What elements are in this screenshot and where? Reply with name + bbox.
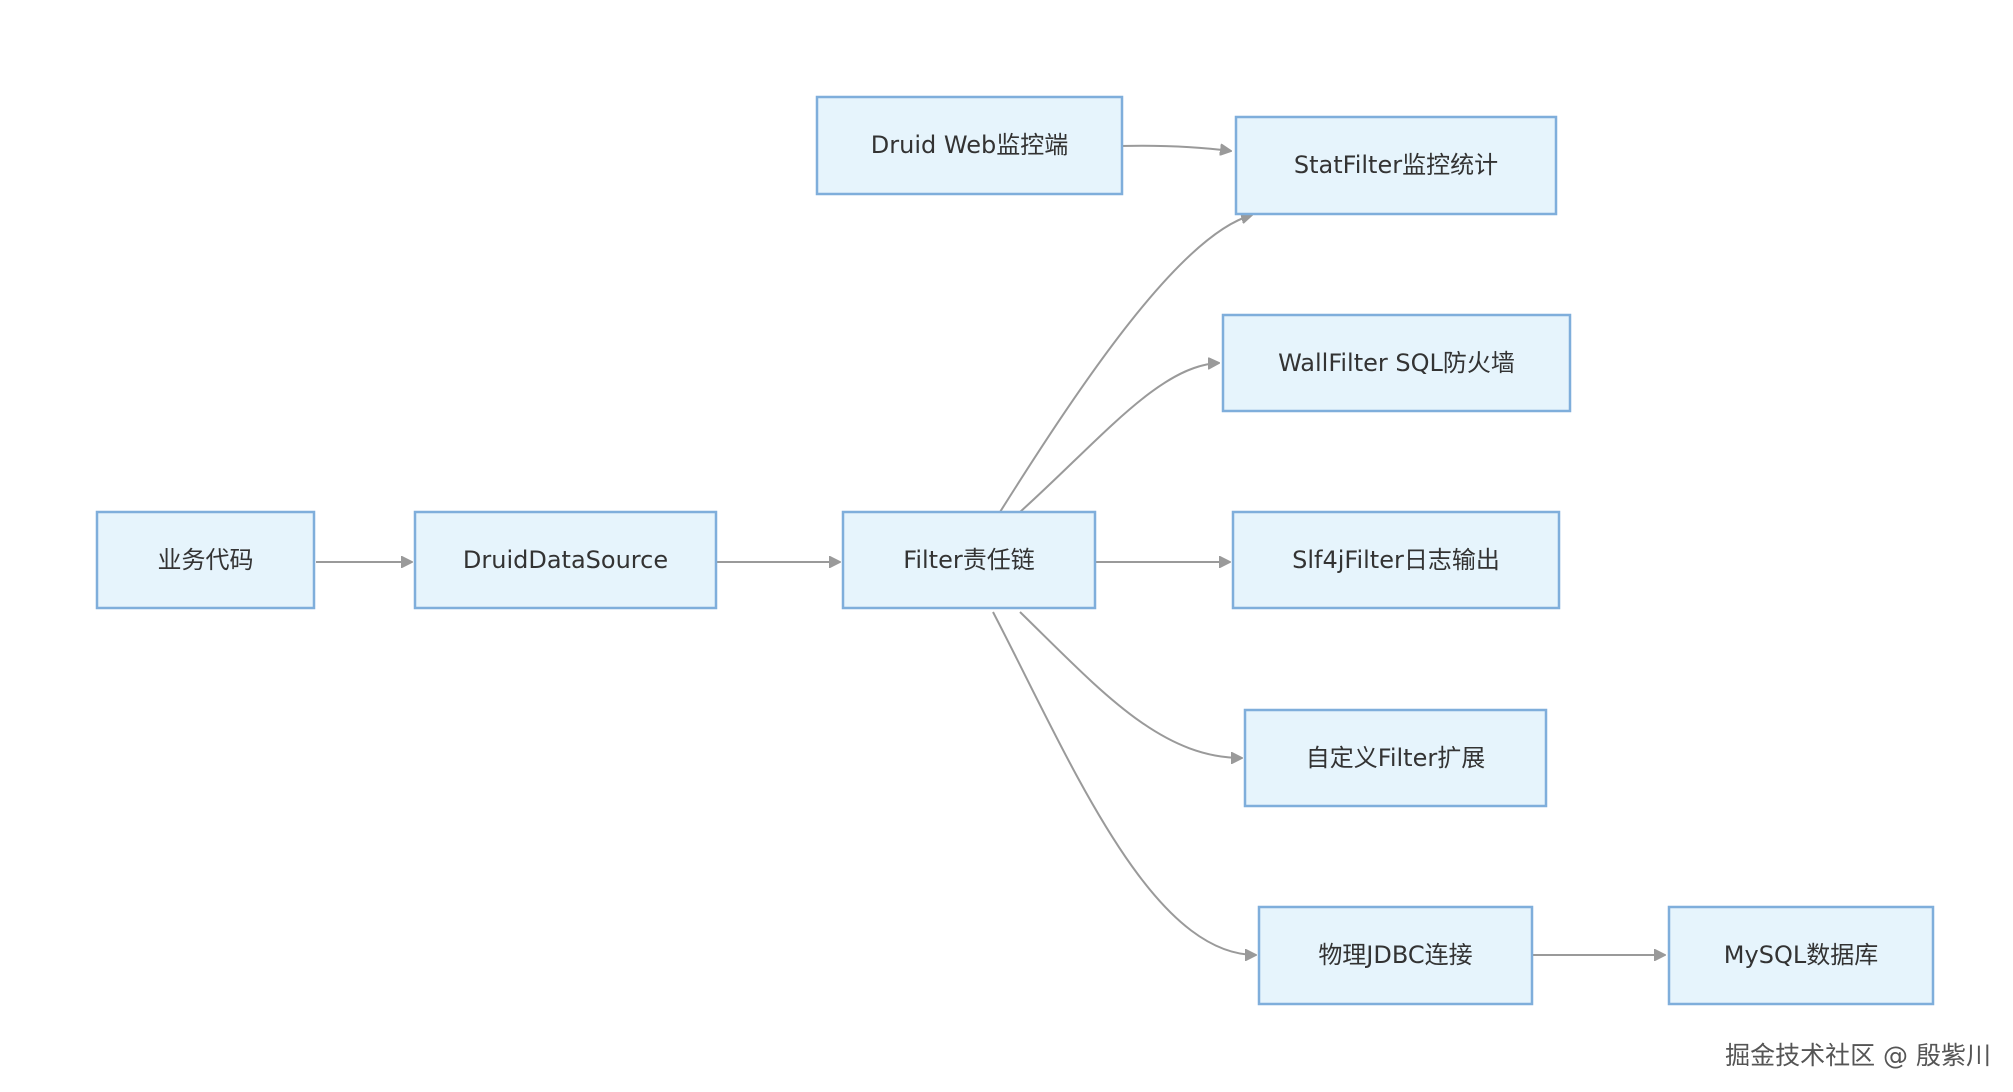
node-filter-chain: Filter责任链 <box>841 510 1097 610</box>
node-business-code: 业务代码 <box>95 510 316 610</box>
node-druid-web-monitor: Druid Web监控端 <box>815 95 1124 196</box>
node-physical-jdbc: 物理JDBC连接 <box>1257 905 1534 1006</box>
node-label: Druid Web监控端 <box>871 131 1068 159</box>
edges <box>316 146 1665 955</box>
edge-web-monitor-to-stat-filter <box>1118 146 1231 151</box>
edge-filter-chain-to-wall-filter <box>1019 363 1219 513</box>
node-druid-datasource: DruidDataSource <box>413 510 718 610</box>
node-mysql-db: MySQL数据库 <box>1667 905 1935 1006</box>
watermark: 掘金技术社区 @ 殷紫川 <box>1725 1041 1991 1070</box>
node-box <box>841 510 1097 610</box>
node-box <box>815 95 1124 196</box>
node-box <box>413 510 718 610</box>
node-wall-filter: WallFilter SQL防火墙 <box>1221 313 1572 413</box>
node-label: 业务代码 <box>158 546 254 574</box>
edge-filter-chain-to-stat-filter <box>999 215 1252 513</box>
node-label: Filter责任链 <box>903 546 1034 574</box>
node-box <box>1667 905 1935 1006</box>
node-custom-filter: 自定义Filter扩展 <box>1243 708 1548 808</box>
node-box <box>1231 510 1561 610</box>
node-box <box>1221 313 1572 413</box>
node-label: MySQL数据库 <box>1724 941 1878 969</box>
node-box <box>95 510 316 610</box>
node-stat-filter: StatFilter监控统计 <box>1234 115 1558 216</box>
node-box <box>1243 708 1548 808</box>
node-slf4j-filter: Slf4jFilter日志输出 <box>1231 510 1561 610</box>
node-label: StatFilter监控统计 <box>1294 151 1498 179</box>
edge-filter-chain-to-custom-filter <box>1019 611 1242 758</box>
edge-filter-chain-to-physical-jdbc <box>992 611 1256 955</box>
node-label: 物理JDBC连接 <box>1318 941 1472 969</box>
node-label: Slf4jFilter日志输出 <box>1292 546 1500 574</box>
node-box <box>1257 905 1534 1006</box>
node-label: DruidDataSource <box>463 546 668 574</box>
node-label: WallFilter SQL防火墙 <box>1278 349 1515 377</box>
node-box <box>1234 115 1558 216</box>
node-label: 自定义Filter扩展 <box>1306 744 1485 772</box>
